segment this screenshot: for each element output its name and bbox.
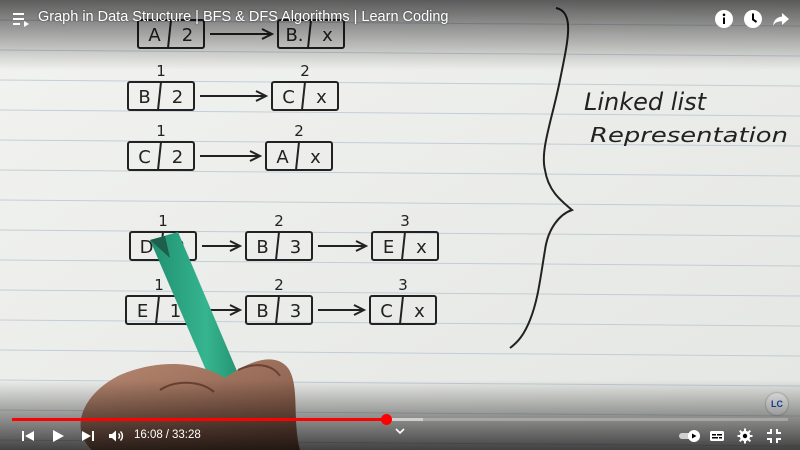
ruled-line <box>0 289 800 297</box>
node-pointer: x <box>310 147 321 168</box>
list-node: B 32 <box>245 212 313 261</box>
curly-brace <box>509 7 575 349</box>
node-divider <box>275 231 280 261</box>
pointer-arrow <box>318 240 369 252</box>
pointer-arrow <box>200 90 269 102</box>
node-vertex: C <box>138 147 151 168</box>
node-divider <box>157 141 162 171</box>
node-vertex: C <box>380 301 393 322</box>
player-top-bar: Graph in Data Structure | BFS & DFS Algo… <box>0 0 800 38</box>
ruled-line <box>0 199 800 207</box>
node-index: 2 <box>274 212 284 230</box>
node-pointer: x <box>416 237 427 258</box>
list-node: B 21 <box>127 62 195 111</box>
node-divider <box>155 295 160 325</box>
node-index: 1 <box>156 62 166 80</box>
ruled-line <box>0 349 800 357</box>
node-pointer: 2 <box>172 147 183 168</box>
node-vertex: D <box>140 237 154 258</box>
autoplay-toggle[interactable] <box>678 428 702 444</box>
previous-icon[interactable] <box>20 428 36 444</box>
node-pointer: 2 <box>172 87 183 108</box>
node-pointer: x <box>414 301 425 322</box>
node-divider <box>301 81 306 111</box>
scrubber-handle[interactable] <box>381 414 393 425</box>
info-icon[interactable] <box>714 9 734 29</box>
node-vertex: B <box>138 87 150 108</box>
duration: 33:28 <box>171 429 201 441</box>
next-icon[interactable] <box>80 428 96 444</box>
node-vertex: A <box>276 147 289 168</box>
node-index: 2 <box>294 122 304 140</box>
progress-played <box>12 418 387 421</box>
watch-later-icon[interactable] <box>743 9 763 29</box>
node-divider <box>399 295 404 325</box>
pointer-arrow <box>200 150 263 162</box>
node-index: 3 <box>400 212 410 230</box>
node-pointer: 3 <box>290 301 301 322</box>
exit-fullscreen-icon[interactable] <box>766 428 782 444</box>
node-index: 3 <box>398 276 408 294</box>
node-vertex: C <box>282 87 295 108</box>
pointer-arrow <box>202 240 243 252</box>
gear-icon[interactable] <box>737 428 753 444</box>
node-divider <box>157 81 162 111</box>
list-node: B 32 <box>245 276 313 325</box>
node-vertex: B <box>256 237 268 258</box>
share-icon[interactable] <box>771 9 791 29</box>
play-icon[interactable] <box>50 428 66 444</box>
node-vertex: E <box>383 237 394 258</box>
note-line-2: Representation <box>590 123 788 147</box>
subtitles-icon[interactable] <box>709 428 725 444</box>
node-index: 1 <box>156 122 166 140</box>
node-pointer: 1 <box>170 301 181 322</box>
node-index: 2 <box>300 62 310 80</box>
node-index: 1 <box>154 276 164 294</box>
node-divider <box>275 295 280 325</box>
time-display: 16:08/33:28 <box>134 429 201 441</box>
node-index: 2 <box>274 276 284 294</box>
node-divider <box>295 141 300 171</box>
current-time: 16:08 <box>134 429 163 441</box>
chevron-down-icon[interactable] <box>394 426 406 436</box>
channel-watermark[interactable]: LC <box>766 393 788 415</box>
node-pointer: x <box>316 87 327 108</box>
node-pointer: 3 <box>290 237 301 258</box>
progress-bar[interactable] <box>12 414 788 425</box>
time-separator: / <box>165 429 169 441</box>
volume-icon[interactable] <box>108 428 124 444</box>
video-title[interactable]: Graph in Data Structure | BFS & DFS Algo… <box>38 9 449 25</box>
node-vertex: E <box>137 301 148 322</box>
playlist-icon[interactable] <box>12 10 30 28</box>
node-index: 1 <box>158 212 168 230</box>
node-vertex: B <box>256 301 268 322</box>
node-divider <box>401 231 406 261</box>
note-line-1: Linked list <box>584 88 708 116</box>
pointer-arrow <box>318 304 367 316</box>
